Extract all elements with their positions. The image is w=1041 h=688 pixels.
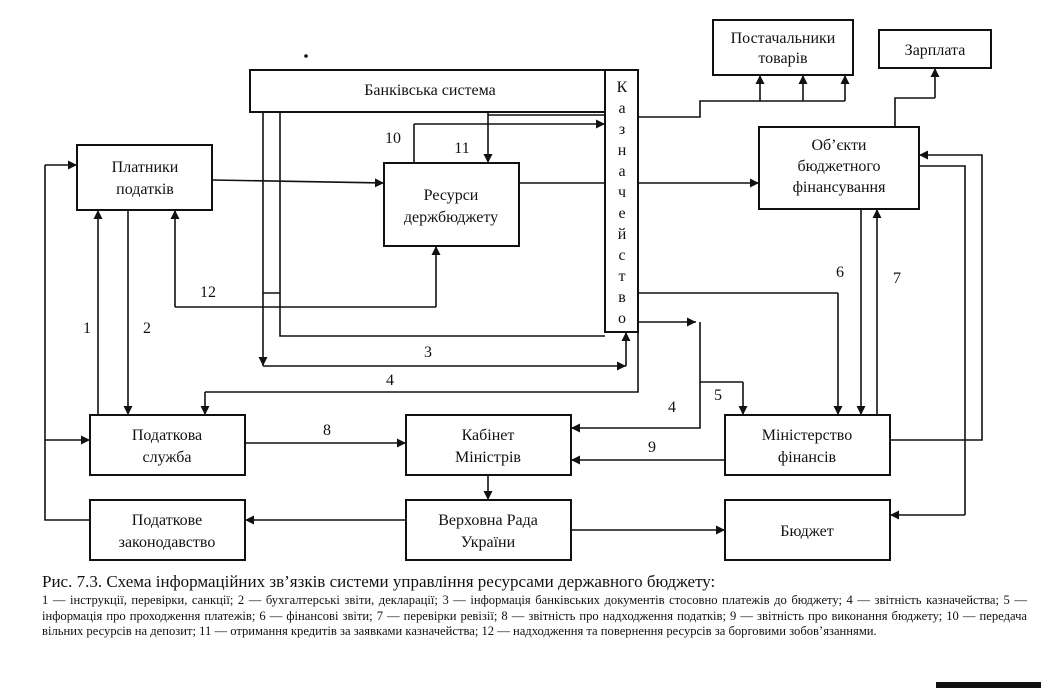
- treasury-letter: й: [618, 226, 627, 243]
- verkhovna-rada-label-line1: Верховна Рада: [438, 512, 538, 529]
- stray-dot: [304, 54, 308, 58]
- corner-mark: [936, 682, 1041, 688]
- caption-title: Рис. 7.3. Схема інформаційних зв’язків с…: [42, 572, 716, 591]
- flow-number-3: 3: [424, 344, 432, 361]
- tax-service-box: Податкова служба: [89, 414, 246, 476]
- objects-to-budget-line: [919, 165, 966, 515]
- tax-service-label-line2: служба: [143, 449, 192, 466]
- information-links-diagram: Постачальники товарів Зарплата Банківськ…: [44, 19, 992, 561]
- tax-legislation-label-line1: Податкове: [132, 512, 202, 529]
- flow-number-9: 9: [648, 439, 656, 456]
- treasury-letter: з: [619, 121, 625, 138]
- flow-taxpayers-to-resources: [211, 178, 385, 188]
- bank-inner-right: [279, 112, 605, 337]
- flow-number-8: 8: [323, 422, 331, 439]
- flow-number-11: 11: [454, 140, 469, 157]
- tax-service-label-line1: Податкова: [132, 427, 202, 444]
- treasury-letter: а: [618, 163, 625, 180]
- flow-number-1: 1: [83, 320, 91, 337]
- treasury-letter: н: [618, 142, 627, 159]
- flow-numbers: 1 2 3 4 4 5 6 7 8 9 10 11 12: [83, 130, 901, 456]
- cabinet-label-line1: Кабінет: [462, 427, 515, 444]
- flow-4-line: [205, 332, 639, 393]
- banking-system-box: Банківська система: [249, 69, 606, 113]
- budget-objects-box: Об’єкти бюджетного фінансування: [758, 126, 920, 210]
- treasury-letter: с: [618, 247, 625, 264]
- taxpayers-label-line2: податків: [116, 181, 174, 198]
- treasury-box: К а з н а ч е й с т в о: [604, 69, 639, 333]
- salary-label: Зарплата: [905, 42, 966, 59]
- flow-number-12: 12: [200, 284, 216, 301]
- treasury-letter: е: [618, 205, 625, 222]
- treasury-letter: в: [618, 289, 626, 306]
- flow-4-to-cabinet: [571, 382, 701, 433]
- caption-legend: 1 — інструкції, перевірки, санкції; 2 — …: [42, 593, 1027, 638]
- treasury-letter: ч: [618, 184, 626, 201]
- budget-objects-label-line1: Об’єкти: [811, 137, 866, 154]
- tax-legislation-box: Податкове законодавство: [89, 499, 246, 561]
- verkhovna-rada-box: Верховна Рада України: [405, 499, 572, 561]
- ministry-finance-box: Міністерство фінансів: [724, 414, 891, 476]
- flow-number-4-treasury: 4: [386, 372, 394, 389]
- budget-objects-label-line3: фінансування: [793, 179, 887, 196]
- budget-resources-label-line2: держбюджету: [404, 209, 498, 226]
- ministry-finance-label-line2: фінансів: [778, 449, 837, 466]
- verkhovna-rada-label-line2: України: [461, 534, 516, 551]
- salary-box: Зарплата: [878, 29, 992, 69]
- suppliers-label-line1: Постачальники: [731, 30, 836, 47]
- figure-caption: Рис. 7.3. Схема інформаційних зв’язків с…: [42, 572, 1027, 640]
- treasury-letter: о: [618, 310, 626, 327]
- taxpayers-box: Платники податків: [76, 144, 213, 211]
- ministry-to-objects-loop: [890, 150, 983, 441]
- taxpayers-label-line1: Платники: [112, 159, 179, 176]
- flow-number-5: 5: [714, 387, 722, 404]
- treasury-letter: а: [618, 100, 625, 117]
- treasury-letter: т: [619, 268, 626, 285]
- flow-number-6: 6: [836, 264, 844, 281]
- cabinet-box: Кабінет Міністрів: [405, 414, 572, 476]
- flow-number-10: 10: [385, 130, 401, 147]
- ministry-finance-label-line1: Міністерство: [762, 427, 852, 444]
- budget-resources-label-line1: Ресурси: [424, 187, 479, 204]
- objects-to-salary-line: [894, 97, 935, 127]
- cabinet-label-line2: Міністрів: [455, 449, 521, 466]
- budget-resources-box: Ресурси держбюджету: [383, 162, 520, 247]
- budget-objects-label-line2: бюджетного: [797, 158, 880, 175]
- flow-number-4-cabinet: 4: [668, 399, 676, 416]
- banking-system-label: Банківська система: [364, 82, 496, 99]
- bank-inner-left: [262, 112, 280, 294]
- flow-5-line: [699, 322, 743, 383]
- budget-label: Бюджет: [780, 523, 833, 540]
- flow-number-7: 7: [893, 270, 901, 287]
- suppliers-label-line2: товарів: [758, 50, 808, 67]
- legislation-loop-line: [44, 165, 90, 521]
- payments-bus: [638, 100, 845, 118]
- suppliers-box: Постачальники товарів: [712, 19, 854, 76]
- tax-legislation-label-line2: законодавство: [119, 534, 216, 551]
- connectors: [44, 54, 983, 535]
- treasury-letter: К: [617, 79, 628, 96]
- budget-box: Бюджет: [724, 499, 891, 561]
- flow-number-2: 2: [143, 320, 151, 337]
